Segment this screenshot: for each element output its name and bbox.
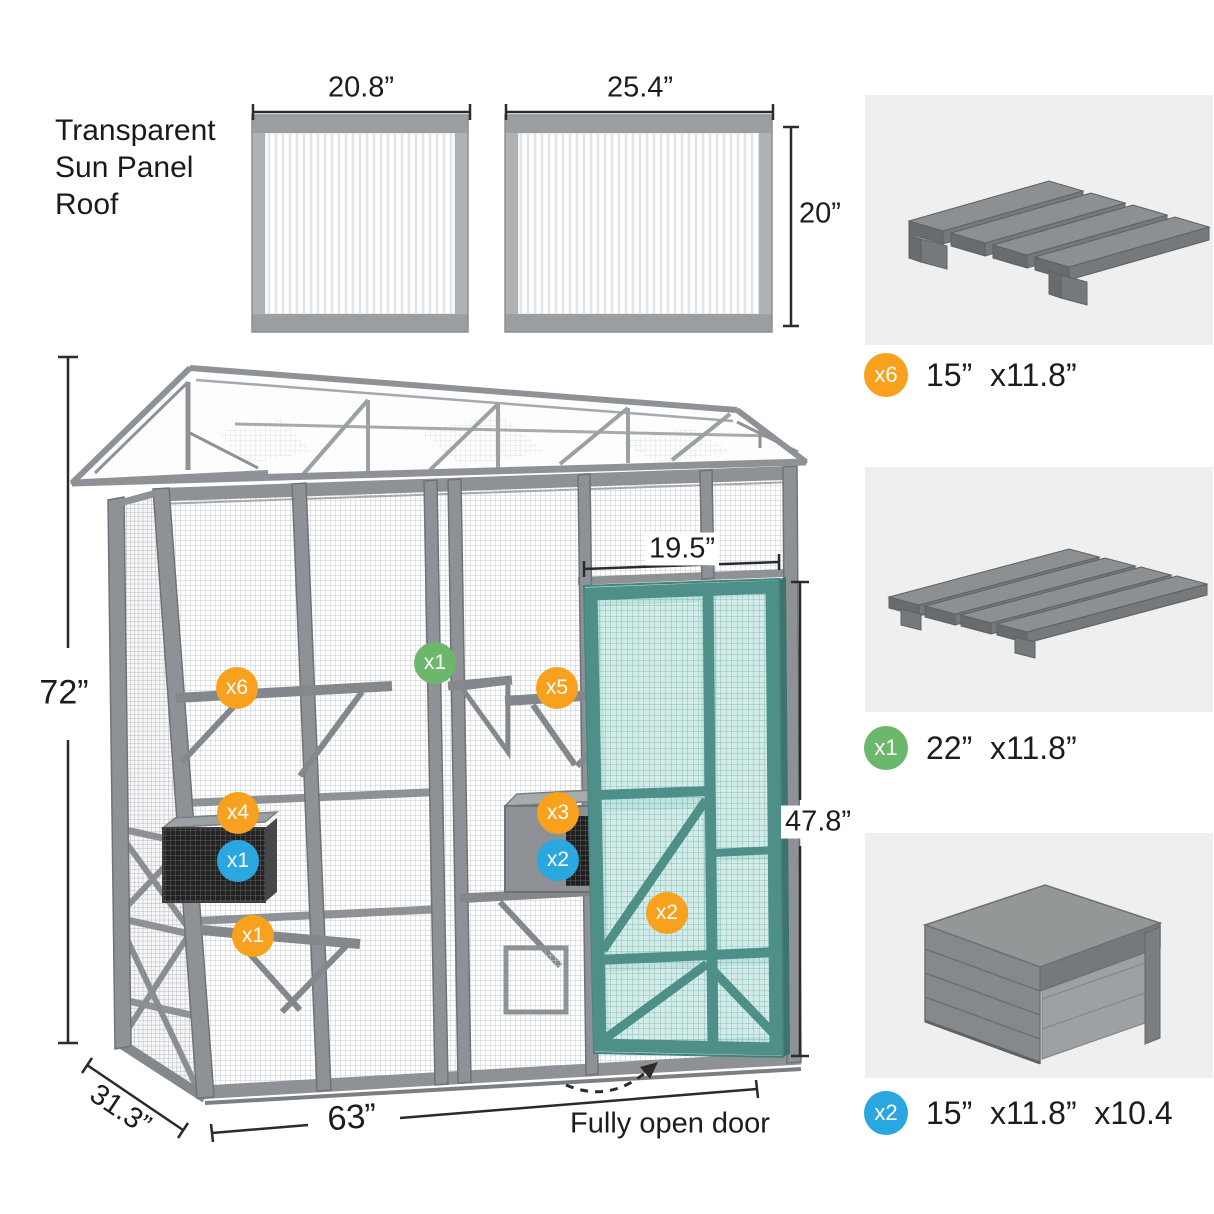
marker-x5: x5 xyxy=(536,667,578,709)
part-qty-badge: x2 xyxy=(864,1091,908,1135)
fully-open-door-label: Fully open door xyxy=(570,1107,770,1140)
interior-shelves xyxy=(175,675,659,1015)
panel-dimension-lines xyxy=(251,104,799,328)
panel1-width-label: 20.8” xyxy=(327,71,395,104)
slat xyxy=(995,575,1209,644)
cage-height-label: 72” xyxy=(39,673,89,712)
panel-height-label: 20” xyxy=(799,197,841,230)
roof-title-line: Roof xyxy=(55,188,119,221)
marker-x4: x4 xyxy=(217,792,259,834)
cat-house-drawing xyxy=(922,884,1163,1065)
part-size-label: 22” x11.8” xyxy=(926,729,1077,766)
shelf-leg xyxy=(1014,636,1036,659)
part-image-cat-house xyxy=(865,833,1213,1078)
cage-dimension-lines xyxy=(58,355,809,1143)
marker-x2-door: x2 xyxy=(646,892,688,934)
shelf-leg xyxy=(908,234,922,263)
door-swing-arc xyxy=(565,1071,646,1094)
shelf-leg xyxy=(1048,270,1062,299)
part-callout-cat-house: x2 15” x11.8” x10.4 xyxy=(864,1091,1173,1135)
cage-roof xyxy=(69,365,808,508)
roof-title-line: Transparent xyxy=(55,114,216,147)
marker-x3: x3 xyxy=(537,792,579,834)
part-image-flat-shelf-square xyxy=(865,95,1213,345)
sun-panel-small xyxy=(251,114,469,333)
roof-title-line: Sun Panel xyxy=(55,151,194,184)
marker-x6: x6 xyxy=(216,667,258,709)
door-height-label: 47.8” xyxy=(780,805,856,839)
marker-x1-green: x1 xyxy=(414,642,456,684)
flat-shelf-square-drawing xyxy=(907,180,1211,306)
part-callout-shelf-long: x1 22” x11.8” xyxy=(864,726,1077,770)
door-swing-arrowhead xyxy=(640,1062,658,1079)
slat xyxy=(1033,216,1211,281)
flat-shelf-long-drawing xyxy=(887,548,1209,659)
door-width-label: 19.5” xyxy=(644,532,720,566)
part-size-label: 15” x11.8” xyxy=(926,356,1077,393)
part-qty-badge: x1 xyxy=(864,726,908,770)
panel2-width-label: 25.4” xyxy=(606,71,674,104)
marker-x2-blue: x2 xyxy=(537,839,579,881)
roof-title: Transparent Sun Panel Roof xyxy=(55,112,216,223)
part-size-label: 15” x11.8” x10.4 xyxy=(926,1094,1173,1131)
house-back-leg xyxy=(1144,926,1161,1045)
part-callout-shelf-square: x6 15” x11.8” xyxy=(864,353,1077,397)
cage-width-label: 63” xyxy=(325,1096,378,1139)
part-image-flat-shelf-long xyxy=(865,467,1213,712)
marker-x1-orange: x1 xyxy=(232,915,274,957)
sun-panel-large xyxy=(504,114,773,333)
part-qty-badge: x6 xyxy=(864,353,908,397)
open-door xyxy=(582,577,790,1059)
shelf-leg xyxy=(900,608,922,631)
marker-x1-blue: x1 xyxy=(217,840,259,882)
